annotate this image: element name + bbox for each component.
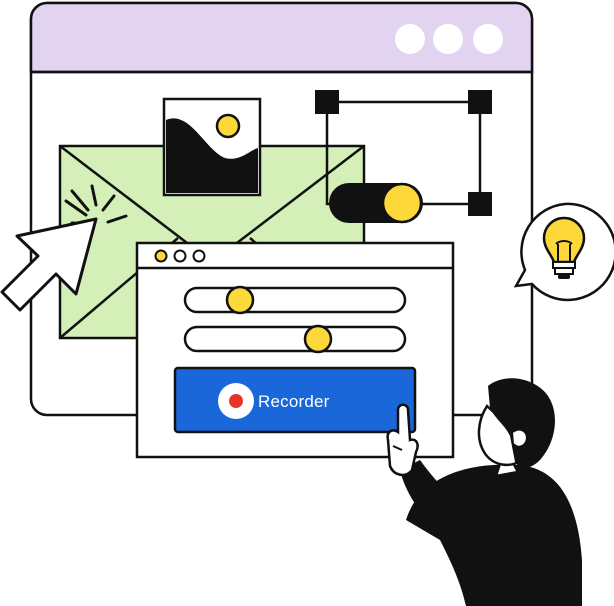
person: [386, 378, 582, 606]
recorder-button[interactable]: [173, 366, 417, 434]
toggle-switch[interactable]: [329, 182, 423, 224]
image-icon: [162, 97, 262, 197]
window-controls-icon[interactable]: [154, 249, 206, 263]
lightbulb-icon: [513, 202, 614, 302]
cursor-arrow-icon: [0, 184, 128, 312]
slider-2[interactable]: [183, 324, 407, 354]
window-dots-icon[interactable]: [395, 24, 503, 54]
slider-1[interactable]: [183, 285, 407, 315]
record-icon: [218, 383, 254, 419]
